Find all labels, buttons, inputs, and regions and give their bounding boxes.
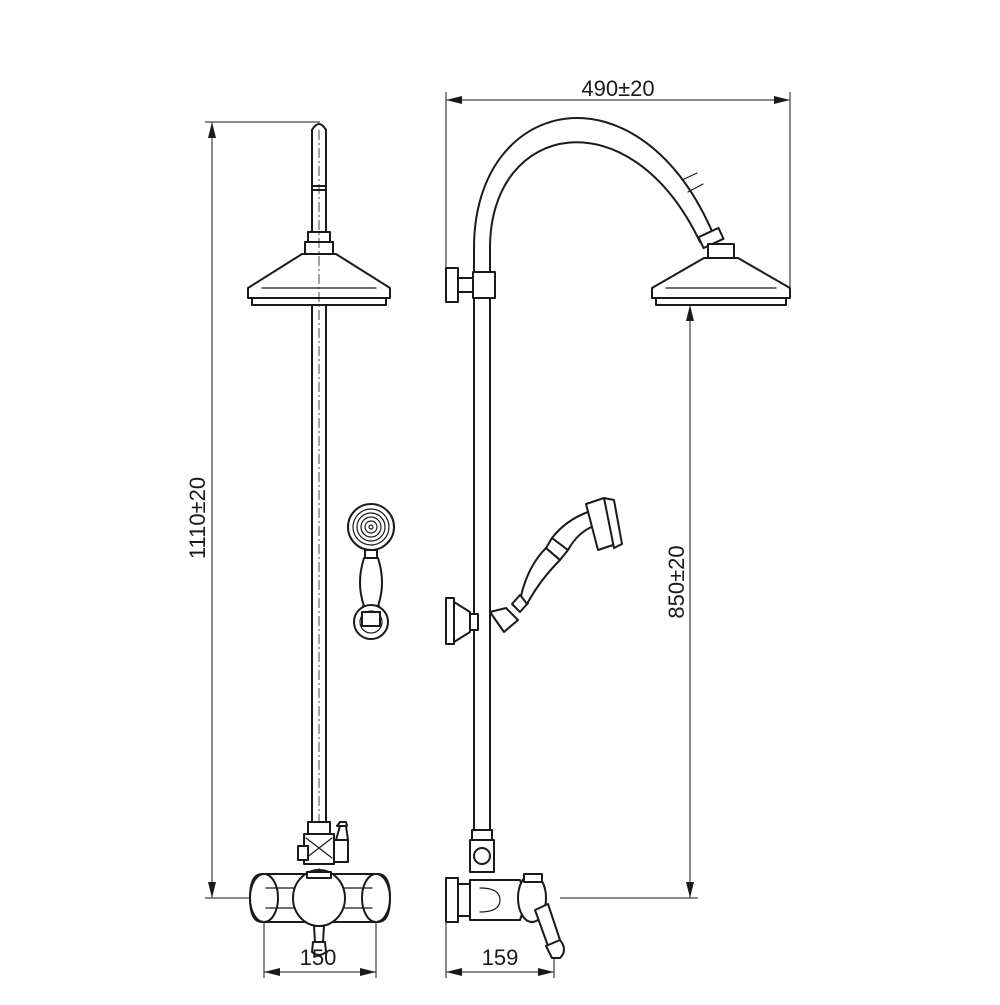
dimension-side-head-height: 850±20 bbox=[560, 305, 698, 899]
hand-shower-front bbox=[347, 503, 395, 640]
side-diverter bbox=[469, 829, 495, 873]
side-mixer-body bbox=[445, 873, 565, 959]
side-head-height-label: 850±20 bbox=[664, 545, 689, 618]
side-depth-label: 159 bbox=[482, 945, 519, 970]
dimension-side-reach: 490±20 bbox=[445, 76, 791, 298]
front-diverter bbox=[297, 821, 349, 865]
side-hand-shower bbox=[511, 497, 623, 613]
dimension-side-depth: 159 bbox=[445, 922, 555, 978]
side-shower-head bbox=[651, 243, 791, 306]
dimension-front-height: 1110±20 bbox=[185, 121, 320, 899]
side-reach-label: 490±20 bbox=[581, 76, 654, 101]
front-height-label: 1110±20 bbox=[185, 477, 210, 559]
side-hand-shower-holder bbox=[445, 597, 519, 645]
front-view bbox=[247, 123, 391, 956]
side-gooseneck-arm bbox=[473, 117, 725, 250]
dimension-front-width: 150 bbox=[263, 922, 377, 978]
front-width-label: 150 bbox=[300, 945, 337, 970]
side-wall-bracket-top bbox=[445, 267, 496, 303]
front-mixer-body bbox=[249, 869, 391, 956]
side-view bbox=[445, 117, 791, 959]
